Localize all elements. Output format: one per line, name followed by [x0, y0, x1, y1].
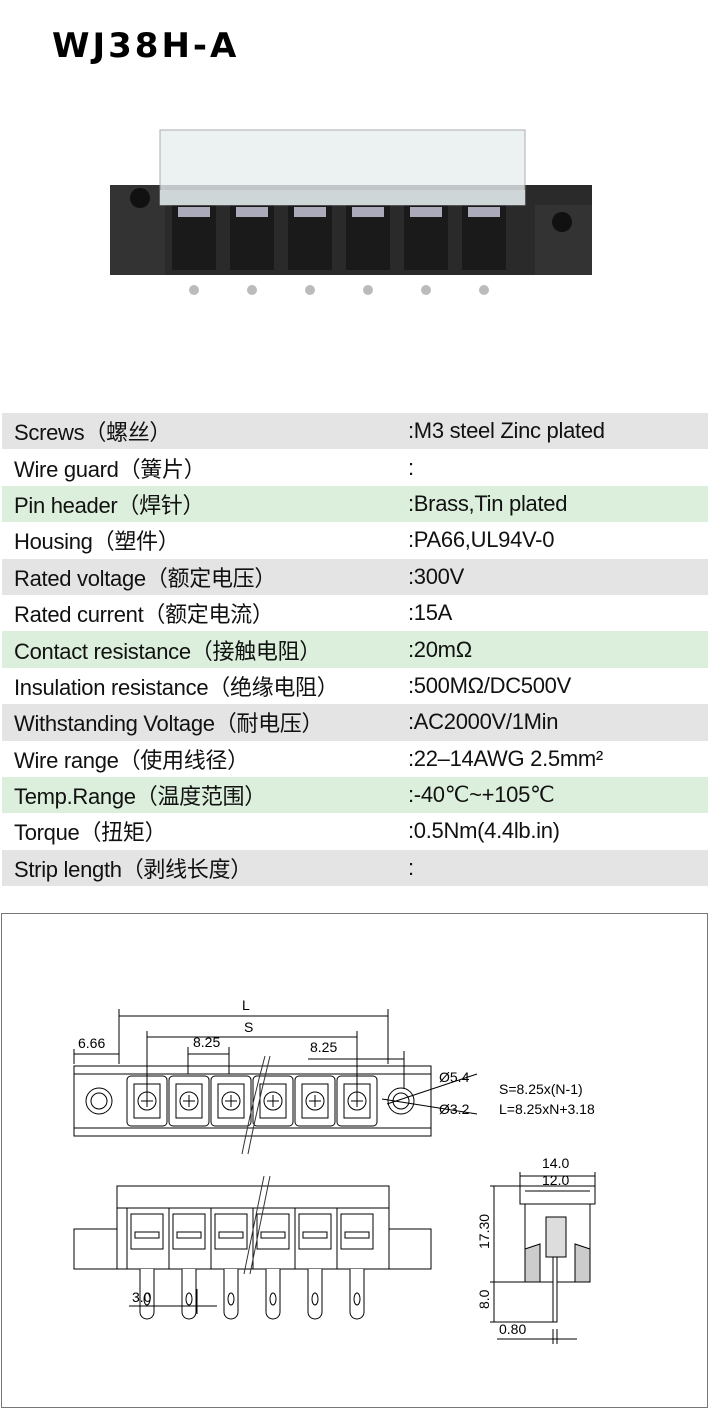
formula-S: S=8.25x(N-1)	[499, 1081, 583, 1097]
spec-value: :AC2000V/1Min	[408, 709, 559, 735]
screw-icon	[305, 1091, 325, 1111]
product-photo	[110, 129, 592, 295]
spec-value: :-40℃~+105℃	[408, 782, 555, 808]
spec-label: Temp.Range（温度范围）	[14, 784, 266, 810]
terminal-cell	[210, 1075, 252, 1127]
terminal-window	[214, 1213, 248, 1250]
dim-L: L	[242, 997, 250, 1013]
spec-value: :20mΩ	[408, 636, 472, 662]
spec-value: :15A	[408, 600, 453, 626]
pin	[265, 1269, 281, 1320]
spec-row: Wire guard（簧片）:	[2, 449, 708, 485]
spec-row: Contact resistance（接触电阻） :20mΩ	[2, 631, 708, 668]
dim-8-25-b: 8.25	[310, 1039, 337, 1055]
terminal-cell	[294, 1075, 336, 1127]
pin	[181, 1269, 197, 1320]
terminal-window	[340, 1213, 374, 1250]
dim-dia-3-2: Ø3.2	[439, 1101, 470, 1117]
terminal-cell	[168, 1075, 210, 1127]
terminal-cell	[252, 1075, 294, 1127]
spec-label: Wire range（使用线径）	[14, 747, 249, 773]
spec-row: Strip length（剥线长度）:	[2, 849, 708, 887]
screw-icon	[263, 1091, 283, 1111]
spec-value: :M3 steel Zinc plated	[408, 418, 605, 444]
spec-label: Strip length（剥线长度）	[14, 856, 252, 882]
terminal-window	[172, 1213, 206, 1250]
spec-value: :	[408, 854, 414, 880]
pin	[223, 1269, 239, 1320]
product-title: WJ38H-A	[52, 26, 240, 66]
spec-label: Rated current（额定电流）	[14, 602, 274, 628]
spec-row: Insulation resistance（绝缘电阻） :500MΩ/DC500V	[2, 668, 708, 704]
pin	[421, 285, 431, 295]
spec-value: :300V	[408, 563, 464, 589]
dim-12-0: 12.0	[542, 1172, 569, 1188]
spec-row: Torque（扭矩） :0.5Nm(4.4lb.in)	[2, 813, 708, 849]
spec-label: Insulation resistance（绝缘电阻）	[14, 674, 339, 700]
screw-icon	[221, 1091, 241, 1111]
spec-row: Withstanding Voltage（耐电压） :AC2000V/1Min	[2, 704, 708, 741]
dim-0-80: 0.80	[499, 1321, 526, 1337]
pin	[305, 285, 315, 295]
pin	[349, 1269, 365, 1320]
spec-row: Wire range（使用线径） :22–14AWG 2.5mm²	[2, 741, 708, 777]
spec-row: Screws（螺丝） :M3 steel Zinc plated	[2, 413, 708, 450]
spec-row: Housing（塑件） :PA66,UL94V-0	[2, 522, 708, 558]
dim-6-66: 6.66	[78, 1035, 105, 1051]
terminal-window	[256, 1213, 290, 1250]
pin	[307, 1269, 323, 1320]
spec-label: Wire guard（簧片）	[14, 456, 206, 482]
spec-label: Housing（塑件）	[14, 529, 180, 555]
pin	[247, 285, 257, 295]
terminal-window	[130, 1213, 164, 1250]
formula-L: L=8.25xN+3.18	[499, 1101, 595, 1117]
dimension-drawing: L S 6.66 8.25 8.25 Ø5.4 Ø3.2 S=8.25x(N-1…	[1, 913, 708, 1408]
spec-value: :Brass,Tin plated	[408, 490, 568, 516]
dim-17-30: 17.30	[476, 1214, 492, 1249]
dim-8-25-a: 8.25	[193, 1034, 220, 1050]
spec-value: :	[408, 454, 414, 480]
terminal-window	[298, 1213, 332, 1250]
spec-label: Contact resistance（接触电阻）	[14, 638, 321, 664]
spec-label: Torque（扭矩）	[14, 820, 167, 846]
dim-14-0: 14.0	[542, 1155, 569, 1171]
spec-row: Rated current（额定电流） :15A	[2, 595, 708, 631]
pin	[479, 285, 489, 295]
spec-value: :PA66,UL94V-0	[408, 527, 555, 553]
dim-dia-5-4: Ø5.4	[439, 1069, 470, 1085]
spec-label: Pin header（焊针）	[14, 492, 205, 518]
screw-icon	[179, 1091, 199, 1111]
spec-row: Temp.Range（温度范围） :-40℃~+105℃	[2, 776, 708, 814]
spec-value: :0.5Nm(4.4lb.in)	[408, 818, 560, 844]
pin	[363, 285, 373, 295]
spec-label: Rated voltage（额定电压）	[14, 565, 277, 591]
spec-value: :500MΩ/DC500V	[408, 672, 571, 698]
spec-row: Rated voltage（额定电压） :300V	[2, 558, 708, 595]
dim-3-0: 3.0	[132, 1289, 152, 1305]
spec-value: :22–14AWG 2.5mm²	[408, 745, 603, 771]
pin	[189, 285, 199, 295]
spec-label: Screws（螺丝）	[14, 420, 172, 446]
dim-8-0: 8.0	[476, 1289, 492, 1309]
dim-S: S	[244, 1019, 253, 1035]
spec-label: Withstanding Voltage（耐电压）	[14, 711, 324, 737]
spec-row: Pin header（焊针） :Brass,Tin plated	[2, 485, 708, 523]
